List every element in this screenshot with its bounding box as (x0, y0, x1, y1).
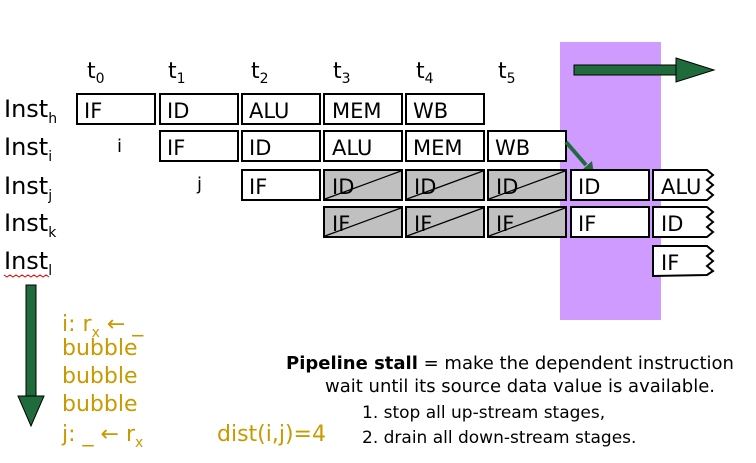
stall-box-j-id-1: ID (323, 169, 403, 201)
time-label-t0: t0 (87, 59, 105, 87)
row-tag-j: j (196, 174, 202, 195)
svg-text:ID: ID (249, 136, 271, 160)
note-heading: Pipeline stall = make the dependent inst… (286, 353, 734, 374)
svg-text:IF: IF (167, 136, 185, 160)
note-line-2: wait until its source data value is avai… (325, 376, 715, 397)
code-line-bubble-3: bubble (62, 392, 138, 417)
stage-box-j-if: IF (241, 169, 321, 201)
pipeline-row-l: IF (652, 245, 715, 278)
svg-text:IF: IF (661, 251, 679, 275)
svg-text:WB: WB (413, 99, 448, 123)
svg-text:IF: IF (84, 99, 102, 123)
instruction-labels: Insth Insti Instj Instk Instl (3, 95, 57, 279)
svg-text:MEM: MEM (413, 136, 463, 160)
time-label-t3: t3 (333, 59, 351, 87)
code-line-consumer: j: _ ← rx (61, 422, 143, 451)
time-axis-arrow (573, 57, 716, 83)
note-step-2: 2. drain all down-stream stages. (362, 428, 636, 448)
time-label-t5: t5 (498, 59, 516, 87)
inst-label-h: Insth (4, 95, 57, 127)
svg-text:MEM: MEM (332, 99, 382, 123)
stage-box-k-if: IF (570, 206, 650, 238)
svg-text:IF: IF (496, 212, 514, 236)
stall-explanation: Pipeline stall = make the dependent inst… (286, 353, 734, 448)
stall-box-j-id-3: ID (487, 169, 567, 201)
stage-box-h-mem: MEM (323, 93, 403, 125)
pipeline-row-j: IF ID ID ID ID ALU (241, 169, 715, 201)
stage-box-k-id: ID (652, 206, 715, 238)
svg-text:IF: IF (578, 212, 596, 236)
svg-text:IF: IF (414, 212, 432, 236)
time-label-t4: t4 (416, 59, 434, 87)
row-tag-i: i (117, 136, 122, 157)
svg-text:IF: IF (332, 212, 350, 236)
stall-box-j-id-2: ID (405, 169, 485, 201)
stage-box-i-alu: ALU (323, 130, 403, 162)
stage-box-l-if: IF (652, 245, 715, 278)
inst-label-k: Instk (4, 209, 57, 241)
stage-box-i-id: ID (241, 130, 321, 162)
stall-box-k-if-3: IF (487, 206, 567, 238)
stage-box-j-alu: ALU (652, 169, 715, 201)
instruction-sequence: i: rx ← _ bubble bubble bubble j: _ ← rx… (61, 312, 326, 451)
stage-box-i-mem: MEM (405, 130, 485, 162)
svg-text:ID: ID (578, 175, 600, 199)
code-line-bubble-2: bubble (62, 364, 138, 389)
svg-text:ID: ID (167, 99, 189, 123)
pipeline-row-k: IF IF IF IF ID (323, 206, 715, 238)
svg-text:IF: IF (249, 175, 267, 199)
svg-text:ID: ID (661, 212, 683, 236)
stage-box-i-if: IF (159, 130, 239, 162)
code-line-producer: i: rx ← _ (62, 312, 144, 341)
stage-box-i-wb: WB (487, 130, 567, 162)
svg-text:ALU: ALU (661, 175, 701, 199)
time-label-t2: t2 (251, 59, 269, 87)
stage-box-h-wb: WB (405, 93, 485, 125)
stage-box-h-id: ID (159, 93, 239, 125)
svg-text:ID: ID (496, 175, 518, 199)
dependency-distance: dist(i,j)=4 (217, 422, 326, 447)
svg-text:ID: ID (332, 175, 354, 199)
svg-text:WB: WB (495, 136, 530, 160)
note-step-1: 1. stop all up-stream stages, (362, 403, 605, 423)
pipeline-row-i: IF ID ALU MEM WB (159, 130, 567, 162)
spellcheck-underline (3, 274, 50, 278)
inst-label-j: Instj (4, 172, 52, 204)
time-label-t1: t1 (168, 59, 186, 87)
inst-label-l: Instl (4, 247, 52, 279)
inst-label-i: Insti (4, 133, 52, 165)
stage-box-h-if: IF (76, 93, 156, 125)
svg-text:ALU: ALU (332, 136, 372, 160)
stall-box-k-if-2: IF (405, 206, 485, 238)
svg-text:ID: ID (414, 175, 436, 199)
stall-box-k-if-1: IF (323, 206, 403, 238)
stage-box-j-id: ID (570, 169, 650, 201)
stage-box-h-alu: ALU (241, 93, 321, 125)
program-order-arrow (17, 284, 45, 428)
pipeline-row-h: IF ID ALU MEM WB (76, 93, 485, 125)
time-labels: t0 t1 t2 t3 t4 t5 (87, 59, 516, 87)
code-line-bubble-1: bubble (62, 336, 138, 361)
svg-text:ALU: ALU (249, 99, 289, 123)
